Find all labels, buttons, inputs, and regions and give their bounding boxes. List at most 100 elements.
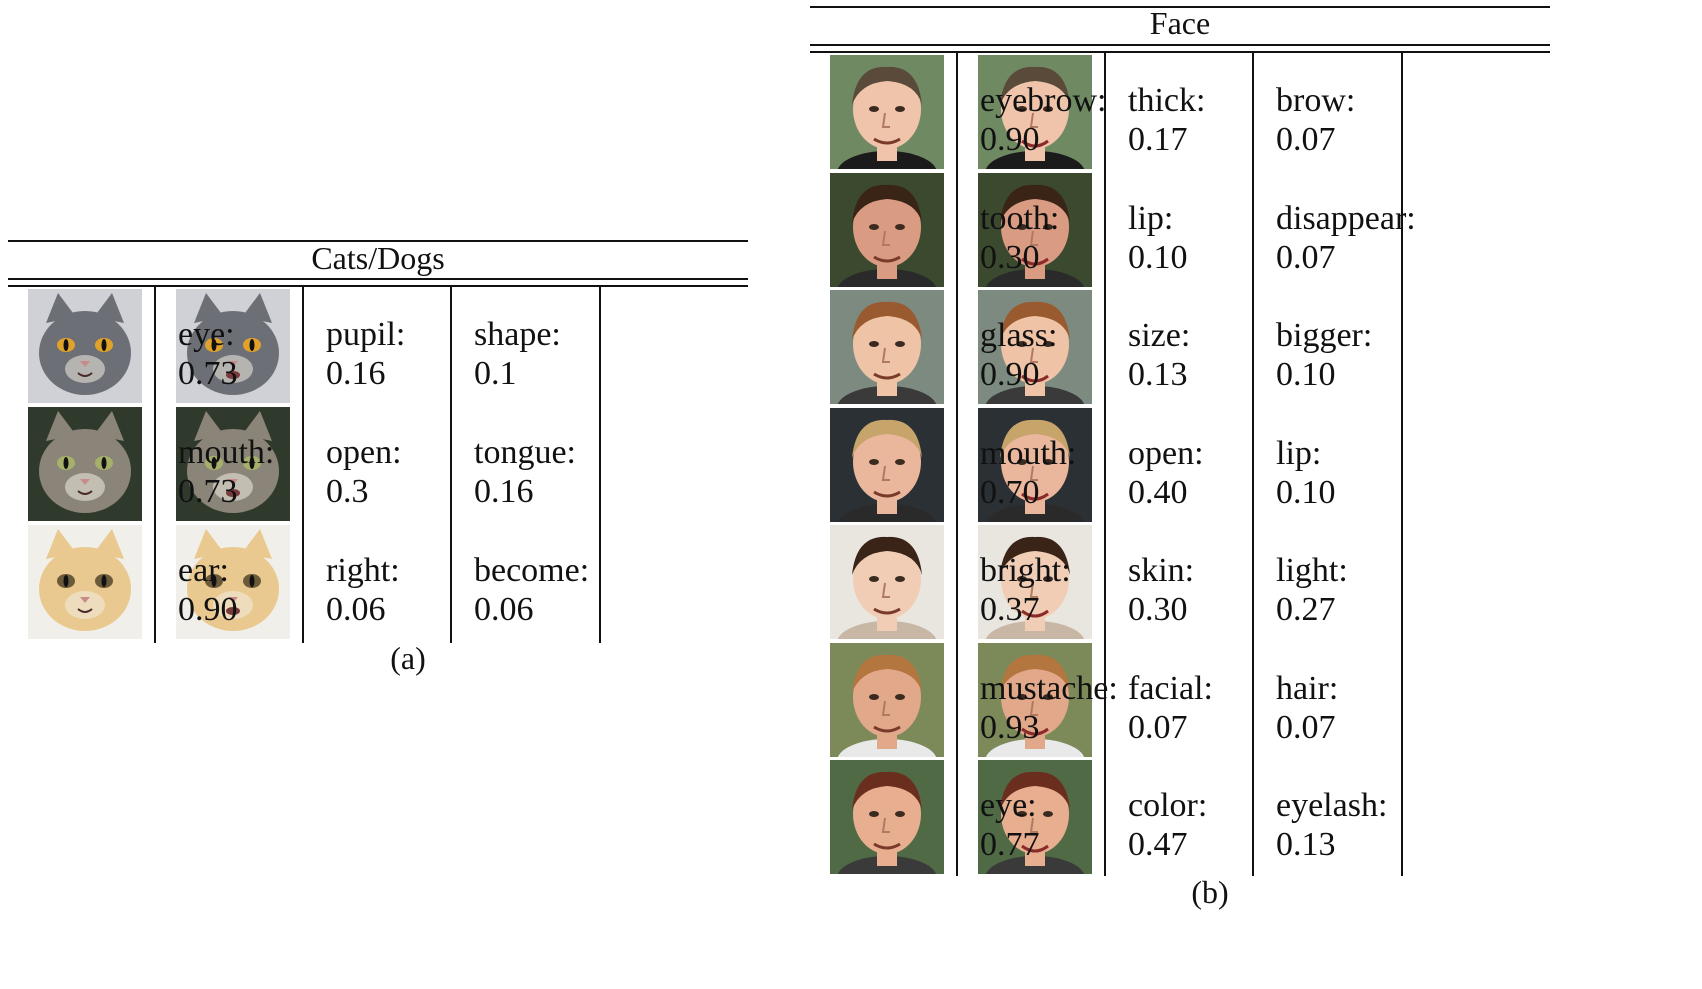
attribute-score: 0.10 bbox=[1128, 238, 1188, 276]
attribute-word: shape: bbox=[474, 316, 561, 353]
original-image-thumbnail bbox=[28, 407, 142, 521]
attribute-word: color: bbox=[1128, 787, 1208, 824]
attribute-score: 0.3 bbox=[326, 473, 369, 510]
column-divider bbox=[599, 287, 601, 643]
attribute-score-cell: eye:0.73 bbox=[178, 315, 238, 393]
attribute-score: 0.30 bbox=[1128, 591, 1188, 628]
attribute-score: 0.90 bbox=[980, 121, 1040, 158]
attribute-score-cell: bigger:0.10 bbox=[1276, 316, 1372, 394]
header-rule-double bbox=[8, 285, 748, 287]
attribute-score-cell: color:0.47 bbox=[1128, 786, 1207, 864]
attribute-word: open: bbox=[326, 434, 402, 471]
table-row: glass:0.90 size:0.13 bigger:0.10 bbox=[810, 290, 1555, 408]
attribute-score-cell: tooth:0.30 bbox=[980, 199, 1059, 277]
edited-image-thumbnail bbox=[978, 760, 1092, 874]
edited-image-thumbnail bbox=[978, 290, 1092, 404]
attribute-score-cell: glass:0.90 bbox=[980, 316, 1057, 394]
attribute-word: eye: bbox=[178, 316, 235, 353]
attribute-score: 0.17 bbox=[1128, 121, 1188, 158]
table-top-rule bbox=[810, 6, 1550, 8]
original-image-thumbnail bbox=[28, 525, 142, 639]
attribute-score: 0.16 bbox=[326, 355, 386, 392]
attribute-score: 0.06 bbox=[326, 591, 386, 628]
original-image-thumbnail bbox=[28, 289, 142, 403]
attribute-score: 0.07 bbox=[1276, 238, 1336, 276]
attribute-score-cell: skin:0.30 bbox=[1128, 551, 1194, 629]
attribute-score-cell: ear:0.90 bbox=[178, 551, 238, 629]
attribute-score: 0.73 bbox=[178, 473, 238, 510]
edited-image-thumbnail bbox=[978, 172, 1092, 287]
edited-image-thumbnail bbox=[176, 525, 290, 639]
column-divider bbox=[154, 287, 156, 643]
table-title: Cats/Dogs bbox=[311, 240, 445, 276]
attribute-word: lip: bbox=[1128, 199, 1174, 237]
attribute-score-cell: open:0.3 bbox=[326, 433, 402, 511]
attribute-score: 0.10 bbox=[1276, 356, 1336, 393]
attribute-score-cell: lip:0.10 bbox=[1276, 434, 1336, 512]
attribute-word: bright: bbox=[980, 552, 1071, 589]
table-row: mouth:0.73 open:0.3 tongue:0.16 bbox=[8, 407, 748, 525]
figure-caption: (b) bbox=[1191, 874, 1229, 910]
original-image-thumbnail bbox=[830, 55, 944, 169]
attribute-word: tongue: bbox=[474, 434, 576, 471]
attribute-word: size: bbox=[1128, 317, 1191, 354]
edited-image-thumbnail bbox=[978, 55, 1092, 169]
attribute-score: 0.13 bbox=[1128, 356, 1188, 393]
attribute-score: 0.47 bbox=[1128, 826, 1188, 863]
attribute-score-cell: hair:0.07 bbox=[1276, 669, 1338, 747]
attribute-score-cell: shape:0.1 bbox=[474, 315, 561, 393]
attribute-word: right: bbox=[326, 552, 400, 589]
attribute-score: 0.93 bbox=[980, 708, 1040, 746]
attribute-score-cell: eyebrow:0.90 bbox=[980, 81, 1107, 159]
attribute-score-cell: mouth:0.73 bbox=[178, 433, 274, 511]
table-top-rule bbox=[8, 240, 748, 242]
column-divider bbox=[1252, 53, 1254, 876]
attribute-score: 0.07 bbox=[1276, 121, 1336, 158]
attribute-score: 0.16 bbox=[474, 473, 534, 510]
attribute-score: 0.1 bbox=[474, 355, 517, 392]
original-image-thumbnail bbox=[830, 525, 944, 639]
attribute-word: ear: bbox=[178, 552, 229, 589]
table-row: bright:0.37 skin:0.30 light:0.27 bbox=[810, 525, 1555, 643]
original-image-thumbnail bbox=[830, 407, 944, 522]
attribute-word: mouth: bbox=[178, 434, 275, 471]
attribute-word: eye: bbox=[980, 787, 1037, 824]
attribute-score-cell: thick:0.17 bbox=[1128, 81, 1205, 159]
attribute-word: bigger: bbox=[1276, 317, 1373, 354]
attribute-word: eyelash: bbox=[1276, 787, 1388, 824]
edited-image-thumbnail bbox=[978, 525, 1092, 639]
attribute-score: 0.40 bbox=[1128, 473, 1188, 511]
attribute-word: skin: bbox=[1128, 552, 1195, 589]
attribute-score: 0.90 bbox=[980, 356, 1040, 393]
figure-caption: (a) bbox=[390, 640, 426, 676]
edited-image-thumbnail bbox=[978, 407, 1092, 522]
column-divider bbox=[450, 287, 452, 643]
attribute-score-cell: tongue:0.16 bbox=[474, 433, 576, 511]
attribute-score: 0.77 bbox=[980, 826, 1040, 863]
attribute-word: facial: bbox=[1128, 669, 1213, 707]
attribute-word: hair: bbox=[1276, 669, 1339, 707]
attribute-score-cell: light:0.27 bbox=[1276, 551, 1348, 629]
original-image-thumbnail bbox=[830, 290, 944, 404]
edited-image-thumbnail bbox=[978, 642, 1092, 757]
header-rule bbox=[810, 44, 1550, 46]
attribute-score: 0.90 bbox=[178, 591, 238, 628]
attribute-score: 0.10 bbox=[1276, 473, 1336, 511]
attribute-score-cell: size:0.13 bbox=[1128, 316, 1190, 394]
original-image-thumbnail bbox=[830, 172, 944, 287]
original-image-thumbnail bbox=[830, 760, 944, 874]
attribute-score-cell: bright:0.37 bbox=[980, 551, 1071, 629]
attribute-score: 0.73 bbox=[178, 355, 238, 392]
attribute-word: open: bbox=[1128, 434, 1204, 472]
column-divider bbox=[956, 53, 958, 876]
edited-image-thumbnail bbox=[176, 407, 290, 521]
attribute-word: tooth: bbox=[980, 199, 1060, 237]
column-divider bbox=[302, 287, 304, 643]
attribute-score: 0.06 bbox=[474, 591, 534, 628]
attribute-word: brow: bbox=[1276, 82, 1356, 119]
attribute-score-cell: brow:0.07 bbox=[1276, 81, 1355, 159]
